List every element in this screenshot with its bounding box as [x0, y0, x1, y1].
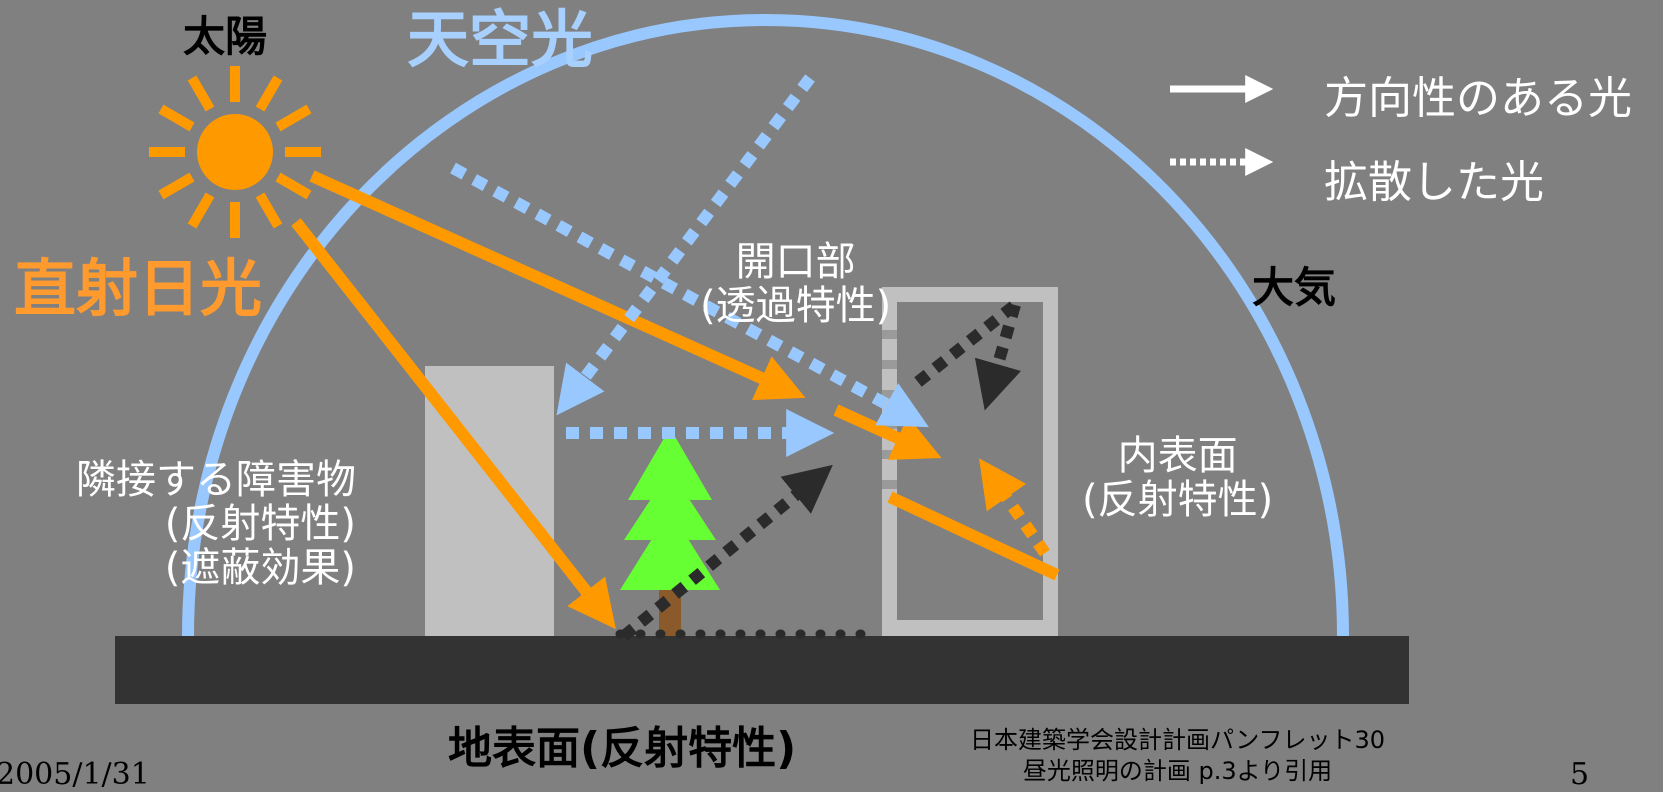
- neighbor-label-line3: (遮蔽効果): [164, 545, 356, 591]
- source-citation: 日本建築学会設計計画パンフレット30 昼光照明の計画 p.3より引用: [970, 725, 1385, 787]
- neighbor-label: 隣接する障害物 (反射特性) (遮蔽効果): [76, 458, 356, 590]
- opening-label-line1: 開口部: [735, 239, 856, 285]
- sky-light-label: 天空光: [407, 3, 594, 76]
- direct-ray-inner: [887, 491, 1060, 581]
- neighbor-label-line1: 隣接する障害物: [76, 457, 356, 503]
- inner-reflect-ray-down: [974, 303, 1022, 411]
- inner-surface-label-line2: (反射特性): [1082, 477, 1274, 523]
- inner-surface-label: 内表面 (反射特性): [1082, 434, 1273, 522]
- direct-ray-ground: [291, 218, 616, 630]
- sky-dome: [182, 14, 1349, 637]
- ground-reflect-ray: [620, 464, 833, 641]
- source-line2: 昼光照明の計画 p.3より引用: [1022, 757, 1333, 786]
- direct-sunlight-label: 直射日光: [14, 252, 263, 325]
- direct-reflect-dotted: [979, 458, 1050, 557]
- sky-ray-1: [556, 74, 815, 416]
- opening-label: 開口部 (透過特性): [700, 240, 891, 328]
- direct-ray-transmit: [833, 404, 942, 460]
- tree-icon: [620, 428, 720, 636]
- legend-diffuse-label: 拡散した光: [1324, 157, 1544, 208]
- legend-directional-label: 方向性のある光: [1324, 73, 1632, 124]
- sun-icon: [149, 66, 321, 238]
- ground-label: 地表面(反射特性): [448, 723, 797, 774]
- direct-ray-window: [309, 170, 806, 401]
- sun-label: 太陽: [183, 12, 268, 61]
- neighbor-label-line2: (反射特性): [164, 501, 356, 547]
- sky-ray-2: [450, 162, 929, 428]
- atmosphere-label: 大気: [1252, 263, 1337, 312]
- source-line1: 日本建築学会設計計画パンフレット30: [970, 726, 1386, 754]
- slide-page-number: 5: [1570, 757, 1590, 792]
- slide-date: 2005/1/31: [0, 757, 150, 792]
- opening-label-line2: (透過特性): [700, 283, 892, 329]
- ground: [115, 636, 1409, 704]
- inner-surface-label-line1: 内表面: [1117, 433, 1238, 479]
